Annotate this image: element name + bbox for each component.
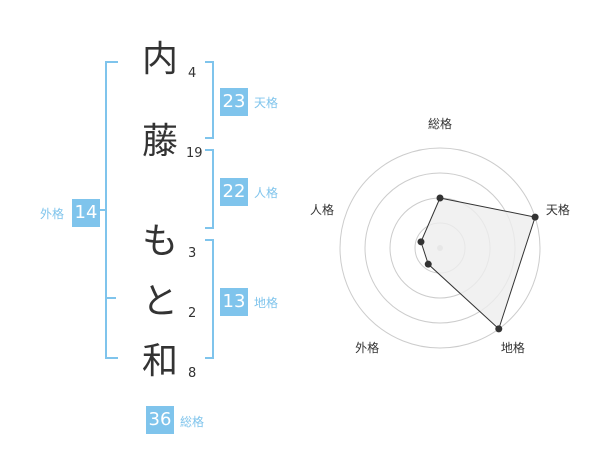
soukaku-badge: 36 [146,406,174,434]
jinkaku-bracket [205,149,214,229]
radar-polygon [420,197,536,330]
chikaku-label: 地格 [254,296,279,310]
radar-axis-label-1: 天格 [545,202,570,217]
stroke-count-2: 19 [186,146,203,161]
radar-axis-label-0: 総格 [427,117,452,131]
tenkaku-label: 天格 [254,96,279,110]
jinkaku-badge: 22 [220,178,248,206]
name-char-3: も [141,221,178,262]
stroke-count-3: 3 [188,246,197,261]
name-char-4: と [141,281,178,322]
tenkaku-bracket [205,61,214,139]
name-char-1: 内 [141,39,178,80]
radar-axis-label-3: 外格 [355,341,380,356]
radar-axis-label-4: 人格 [310,202,335,217]
name-char-2: 藤 [141,121,178,162]
chikaku-bracket [205,239,214,359]
radar-point-4 [417,238,425,246]
radar-point-0 [436,194,444,202]
name-char-5: 和 [141,341,178,382]
chikaku-badge: 13 [220,288,248,316]
radar-point-3 [424,260,432,268]
radar-point-1 [531,213,539,221]
stroke-count-1: 4 [188,66,197,81]
stroke-count-5: 8 [188,366,197,381]
jinkaku-label: 人格 [254,186,279,200]
gaikaku-label: 外格 [40,207,65,221]
tenkaku-badge: 23 [220,88,248,116]
radar-ring-4 [339,147,541,349]
soukaku-label: 総格 [180,415,205,429]
gaikaku-badge: 14 [72,199,100,227]
stroke-count-4: 2 [188,306,197,321]
radar-axis-label-2: 地格 [500,341,525,356]
radar-point-2 [495,325,503,333]
